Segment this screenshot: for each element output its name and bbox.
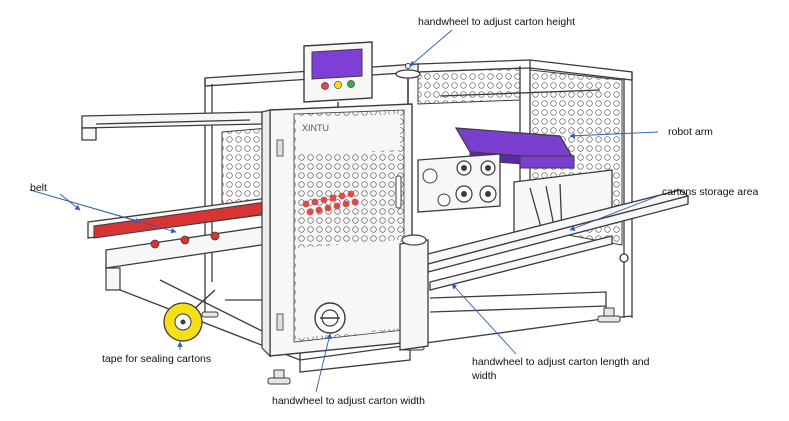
label-handwheel-length-line1: handwheel to adjust carton length and (472, 356, 650, 368)
storage-rails (418, 189, 690, 291)
label-handwheel-length-line2: width (472, 370, 497, 382)
leader-handwheel-height (409, 29, 453, 67)
belt (87, 197, 269, 291)
leader-handwheel-length (451, 283, 517, 355)
brand-mark: XINTU (302, 123, 329, 133)
label-tape: tape for sealing cartons (102, 353, 212, 365)
label-handwheel-width: handwheel to adjust carton width (272, 395, 425, 407)
control-panel (303, 41, 373, 108)
label-handwheel-height: handwheel to adjust carton height (418, 16, 576, 28)
height-handwheel (395, 63, 421, 104)
leader-handwheel-width (315, 333, 332, 393)
wheel-plate (417, 153, 501, 213)
leader-cartons-storage (569, 195, 659, 231)
leader-robot-arm (569, 131, 659, 139)
main-cabinet (261, 103, 413, 358)
label-cartons-storage: cartons storage area (662, 186, 759, 198)
leader-belt-3 (29, 189, 141, 224)
label-robot-arm: robot arm (668, 126, 713, 138)
left-extension-rails (81, 111, 263, 141)
label-belt: belt (30, 182, 47, 194)
tape-roll (163, 289, 216, 342)
leader-lines (29, 29, 659, 393)
column-handwheel (399, 234, 429, 351)
